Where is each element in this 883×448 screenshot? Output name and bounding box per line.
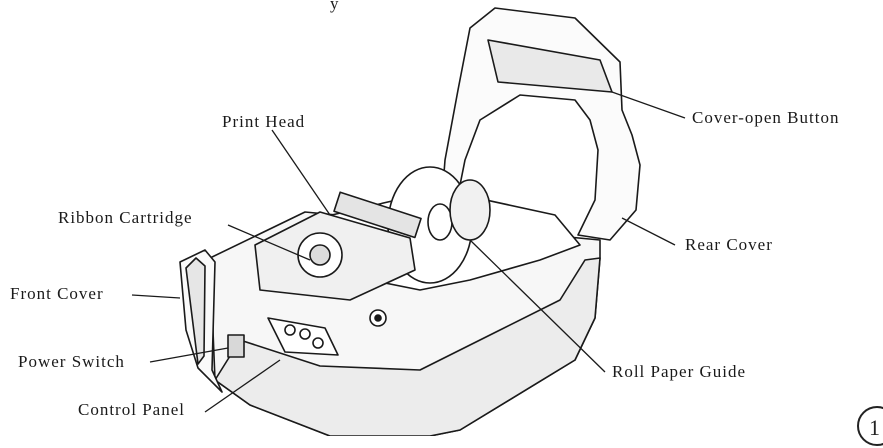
printer-diagram: y Print Head Ribbon Cartridge Front Cove… [10, 0, 883, 446]
top-fragment-text: y [330, 0, 340, 13]
label-cover-open-button: Cover-open Button [692, 108, 840, 127]
printer-front-face [214, 257, 601, 436]
label-power-switch: Power Switch [18, 352, 125, 371]
page-number-badge: 1 [857, 406, 883, 446]
label-front-cover: Front Cover [10, 284, 104, 303]
print-head-bar [333, 191, 422, 239]
label-control-panel: Control Panel [78, 400, 185, 419]
label-rear-cover: Rear Cover [685, 235, 773, 254]
label-roll-paper-guide: Roll Paper Guide [612, 362, 747, 381]
leader-lines [131, 91, 686, 413]
power-switch-shape [227, 334, 245, 358]
label-ribbon-cartridge: Ribbon Cartridge [58, 208, 193, 227]
label-print-head: Print Head [222, 112, 306, 131]
printer-illustration [131, 7, 686, 436]
